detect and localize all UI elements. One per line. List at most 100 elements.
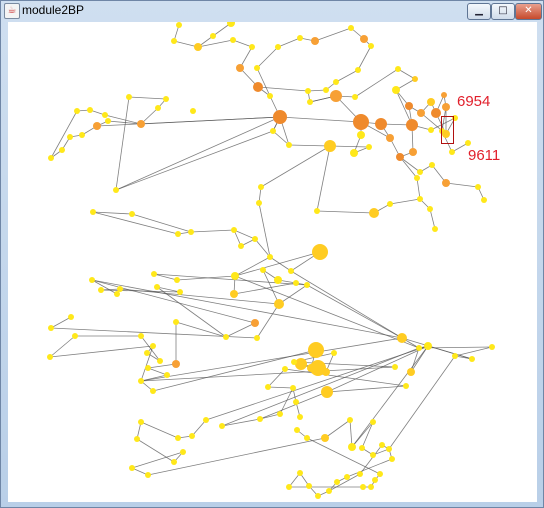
graph-node[interactable] (366, 144, 372, 150)
graph-node[interactable] (137, 120, 145, 128)
graph-node[interactable] (357, 471, 363, 477)
graph-node[interactable] (145, 472, 151, 478)
graph-node[interactable] (68, 314, 74, 320)
graph-node[interactable] (48, 325, 54, 331)
graph-node[interactable] (431, 108, 441, 118)
graph-node[interactable] (190, 108, 196, 114)
graph-node[interactable] (74, 108, 80, 114)
graph-node[interactable] (452, 353, 458, 359)
graph-node[interactable] (428, 127, 434, 133)
maximize-button[interactable]: □ (491, 3, 515, 20)
graph-node[interactable] (293, 399, 299, 405)
graph-node[interactable] (387, 201, 393, 207)
graph-node[interactable] (256, 200, 262, 206)
graph-node[interactable] (98, 287, 104, 293)
graph-node[interactable] (258, 184, 264, 190)
graph-node[interactable] (293, 280, 299, 286)
graph-node[interactable] (188, 229, 194, 235)
graph-node[interactable] (230, 37, 236, 43)
graph-node[interactable] (360, 484, 366, 490)
graph-node[interactable] (308, 342, 324, 358)
graph-node[interactable] (273, 110, 287, 124)
graph-node[interactable] (304, 435, 310, 441)
graph-node[interactable] (427, 98, 435, 106)
graph-node[interactable] (355, 67, 361, 73)
graph-node[interactable] (360, 35, 368, 43)
graph-node[interactable] (113, 187, 119, 193)
graph-node[interactable] (312, 244, 328, 260)
graph-node[interactable] (47, 354, 53, 360)
graph-node[interactable] (326, 488, 332, 494)
title-bar[interactable]: ☕ module2BP ▁ □ ✕ (1, 1, 543, 21)
graph-node[interactable] (353, 114, 369, 130)
graph-node[interactable] (442, 130, 450, 138)
graph-node[interactable] (334, 479, 340, 485)
graph-node[interactable] (406, 119, 418, 131)
graph-node[interactable] (297, 470, 303, 476)
graph-node[interactable] (177, 289, 183, 295)
graph-node[interactable] (294, 427, 300, 433)
graph-node[interactable] (210, 33, 216, 39)
graph-node[interactable] (194, 43, 202, 51)
minimize-button[interactable]: ▁ (467, 3, 491, 20)
graph-node[interactable] (275, 44, 281, 50)
graph-node[interactable] (238, 243, 244, 249)
graph-node[interactable] (465, 140, 471, 146)
graph-node[interactable] (489, 344, 495, 350)
graph-node[interactable] (67, 134, 73, 140)
graph-node[interactable] (236, 64, 244, 72)
graph-node[interactable] (405, 102, 413, 110)
graph-node[interactable] (469, 356, 475, 362)
graph-node[interactable] (129, 211, 135, 217)
graph-node[interactable] (175, 231, 181, 237)
graph-node[interactable] (223, 334, 229, 340)
graph-node[interactable] (389, 456, 395, 462)
graph-node[interactable] (304, 282, 310, 288)
graph-node[interactable] (105, 118, 111, 124)
graph-node[interactable] (372, 477, 378, 483)
graph-node[interactable] (481, 197, 487, 203)
graph-node[interactable] (59, 147, 65, 153)
graph-node[interactable] (347, 417, 353, 423)
graph-node[interactable] (126, 94, 132, 100)
graph-node[interactable] (231, 272, 239, 280)
graph-node[interactable] (189, 433, 195, 439)
graph-canvas[interactable]: 6954 9611 (8, 22, 537, 502)
graph-node[interactable] (277, 411, 283, 417)
graph-node[interactable] (267, 254, 273, 260)
graph-node[interactable] (379, 442, 385, 448)
graph-node[interactable] (306, 483, 312, 489)
graph-node[interactable] (231, 227, 237, 233)
graph-node[interactable] (348, 443, 356, 451)
graph-node[interactable] (282, 366, 288, 372)
graph-node[interactable] (145, 365, 151, 371)
graph-node[interactable] (416, 345, 422, 351)
graph-node[interactable] (176, 22, 182, 28)
graph-node[interactable] (305, 88, 311, 94)
graph-node[interactable] (403, 383, 409, 389)
graph-node[interactable] (253, 82, 263, 92)
graph-node[interactable] (417, 196, 423, 202)
graph-node[interactable] (249, 44, 255, 50)
graph-node[interactable] (441, 92, 447, 98)
graph-node[interactable] (48, 155, 54, 161)
graph-node[interactable] (442, 179, 450, 187)
graph-node[interactable] (368, 484, 374, 490)
graph-node[interactable] (274, 276, 282, 284)
graph-node[interactable] (163, 96, 169, 102)
graph-node[interactable] (429, 162, 435, 168)
graph-node[interactable] (230, 290, 238, 298)
graph-node[interactable] (407, 368, 415, 376)
graph-node[interactable] (321, 386, 333, 398)
graph-node[interactable] (265, 384, 271, 390)
graph-node[interactable] (154, 284, 160, 290)
close-button[interactable]: ✕ (515, 3, 542, 20)
graph-node[interactable] (117, 286, 123, 292)
graph-node[interactable] (475, 184, 481, 190)
graph-node[interactable] (129, 465, 135, 471)
graph-node[interactable] (155, 105, 161, 111)
graph-node[interactable] (102, 112, 108, 118)
graph-node[interactable] (171, 38, 177, 44)
graph-node[interactable] (87, 107, 93, 113)
graph-node[interactable] (368, 43, 374, 49)
